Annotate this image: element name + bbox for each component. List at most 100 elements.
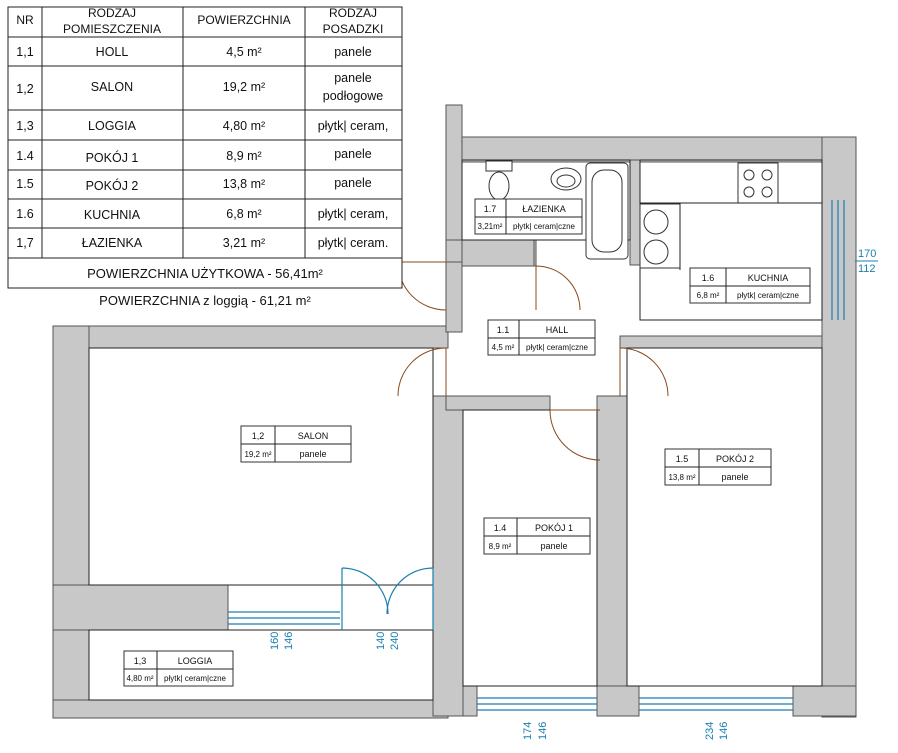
room-outlines bbox=[88, 159, 823, 701]
pokoj1-door bbox=[549, 409, 601, 461]
label-lazienka-name: ŁAZIENKA bbox=[522, 204, 566, 214]
table-row-nr: 1,2 bbox=[16, 82, 33, 96]
fixtures bbox=[485, 160, 822, 270]
label-salon-name: SALON bbox=[298, 431, 329, 441]
room-label-salon: 1,2 SALON 19,2 m² panele bbox=[240, 425, 352, 463]
wall-west bbox=[52, 325, 90, 717]
table-row-floor: panele bbox=[334, 45, 372, 59]
label-pokoj2-floor: panele bbox=[721, 472, 748, 482]
table-row-nr: 1.4 bbox=[16, 149, 33, 163]
table-header-room-b: POMIESZCZENIA bbox=[63, 22, 161, 36]
table-row-floor: panele bbox=[334, 147, 372, 161]
wall-bathroom-west bbox=[445, 104, 463, 246]
table-row-name: LOGGIA bbox=[88, 119, 137, 133]
label-loggia-area: 4,80 m² bbox=[126, 674, 153, 683]
table-row-name: POKÓJ 2 bbox=[86, 178, 139, 193]
table-row-nr: 1,1 bbox=[16, 45, 33, 59]
wall-south-c bbox=[792, 685, 857, 717]
wall-south-b bbox=[596, 685, 640, 717]
table-row-area: 8,9 m² bbox=[226, 149, 261, 163]
label-hall-area: 4,5 m² bbox=[492, 343, 515, 352]
wall-hall-west bbox=[445, 261, 463, 333]
dimensions: 170 112 160 146 140 240 174 146 234 146 bbox=[269, 248, 878, 740]
windows bbox=[228, 200, 845, 711]
label-pokoj1-name: POKÓJ 1 bbox=[535, 523, 573, 533]
table-row-name: ŁAZIENKA bbox=[82, 236, 143, 250]
label-loggia-nr: 1,3 bbox=[134, 656, 147, 666]
wall-top-north bbox=[445, 136, 857, 163]
label-pokoj1-nr: 1.4 bbox=[494, 523, 507, 533]
table-header-nr: NR bbox=[16, 13, 34, 27]
dim-pokoj2-window-b: 146 bbox=[718, 722, 730, 740]
label-pokoj2-nr: 1.5 bbox=[676, 454, 689, 464]
wall-bathroom-south bbox=[461, 239, 535, 267]
label-lazienka-area: 3,21m² bbox=[478, 222, 503, 231]
label-salon-nr: 1,2 bbox=[252, 431, 265, 441]
balcony-door-left bbox=[341, 567, 389, 630]
label-salon-area: 19,2 m² bbox=[244, 450, 271, 459]
wall-kitchen-bath bbox=[629, 159, 641, 266]
wall-east bbox=[821, 136, 857, 718]
bathroom-door bbox=[535, 265, 581, 311]
label-kuchnia-floor: płytk| ceram|czne bbox=[737, 291, 800, 300]
label-lazienka-nr: 1.7 bbox=[484, 204, 497, 214]
label-pokoj1-floor: panele bbox=[540, 541, 567, 551]
room-label-pokoj2: 1.5 POKÓJ 2 13,8 m² panele bbox=[664, 448, 772, 486]
label-pokoj1-area: 8,9 m² bbox=[489, 542, 512, 551]
walls bbox=[52, 104, 857, 719]
label-hall-nr: 1.1 bbox=[497, 325, 510, 335]
table-row-nr: 1.5 bbox=[16, 177, 33, 191]
wall-salon-south bbox=[52, 584, 229, 631]
table-total-usable: POWIERZCHNIA UŻYTKOWA - 56,41m² bbox=[87, 266, 323, 281]
window-salon bbox=[228, 611, 340, 625]
table-row-name: KUCHNIA bbox=[84, 208, 141, 222]
table-row-area: 13,8 m² bbox=[223, 177, 265, 191]
wall-loggia-south bbox=[52, 699, 449, 719]
table-row-floor: panele bbox=[334, 176, 372, 190]
pokoj2-outline bbox=[626, 347, 823, 687]
dim-balcony-door-b: 240 bbox=[389, 632, 401, 650]
pokoj2-door bbox=[619, 347, 669, 397]
table-row-name: HOLL bbox=[96, 45, 129, 59]
bathtub-icon bbox=[585, 162, 629, 260]
room-table: NR RODZAJ POMIESZCZENIA POWIERZCHNIA ROD… bbox=[7, 6, 403, 289]
dim-pokoj1-window-b: 146 bbox=[537, 722, 549, 740]
table-row-floor: płytk| ceram. bbox=[318, 236, 389, 250]
room-label-loggia: 1,3 LOGGIA 4,80 m² płytk| ceram|czne bbox=[123, 650, 234, 687]
entry-door bbox=[397, 261, 447, 311]
room-label-lazienka: 1.7 ŁAZIENKA 3,21m² płytk| ceram|czne bbox=[474, 198, 583, 235]
table-header-area: POWIERZCHNIA bbox=[197, 13, 290, 27]
wall-south-a bbox=[462, 685, 478, 717]
table-row-nr: 1.6 bbox=[16, 207, 33, 221]
room-label-hall: 1.1 HALL 4,5 m² płytk| ceram|czne bbox=[487, 319, 596, 356]
label-kuchnia-area: 6,8 m² bbox=[697, 291, 720, 300]
label-pokoj2-area: 13,8 m² bbox=[668, 473, 695, 482]
wall-pokoj1-north-a bbox=[445, 395, 551, 411]
dim-balcony-door-a: 140 bbox=[375, 632, 387, 650]
label-hall-floor: płytk| ceram|czne bbox=[526, 343, 589, 352]
loggia-outline bbox=[88, 629, 434, 701]
window-kitchen bbox=[831, 200, 845, 320]
wall-salon-north bbox=[52, 325, 449, 349]
table-row-nr: 1,3 bbox=[16, 119, 33, 133]
window-pokoj2 bbox=[639, 697, 793, 711]
label-loggia-floor: płytk| ceram|czne bbox=[164, 674, 227, 683]
label-pokoj2-name: POKÓJ 2 bbox=[716, 454, 754, 464]
kitchen-sink-icon bbox=[639, 203, 681, 269]
table-row-name: POKÓJ 1 bbox=[86, 150, 139, 165]
label-salon-floor: panele bbox=[299, 449, 326, 459]
dim-pokoj1-window-a: 174 bbox=[522, 722, 534, 740]
table-row-floor: płytk| ceram, bbox=[318, 119, 389, 133]
bathroom-outline bbox=[461, 159, 631, 241]
wall-salon-pokoj1 bbox=[432, 395, 464, 717]
doors bbox=[341, 261, 669, 630]
table-header-floor-a: RODZAJ bbox=[329, 6, 377, 20]
table-row-floor: panele bbox=[334, 71, 372, 85]
table-row-area: 19,2 m² bbox=[223, 80, 265, 94]
wall-pokoj1-pokoj2 bbox=[596, 395, 628, 717]
table-row-floor2: podłogowe bbox=[323, 89, 384, 103]
dim-salon-window-a: 160 bbox=[269, 632, 281, 650]
label-lazienka-floor: płytk| ceram|czne bbox=[513, 222, 576, 231]
pokoj1-outline bbox=[462, 409, 598, 687]
